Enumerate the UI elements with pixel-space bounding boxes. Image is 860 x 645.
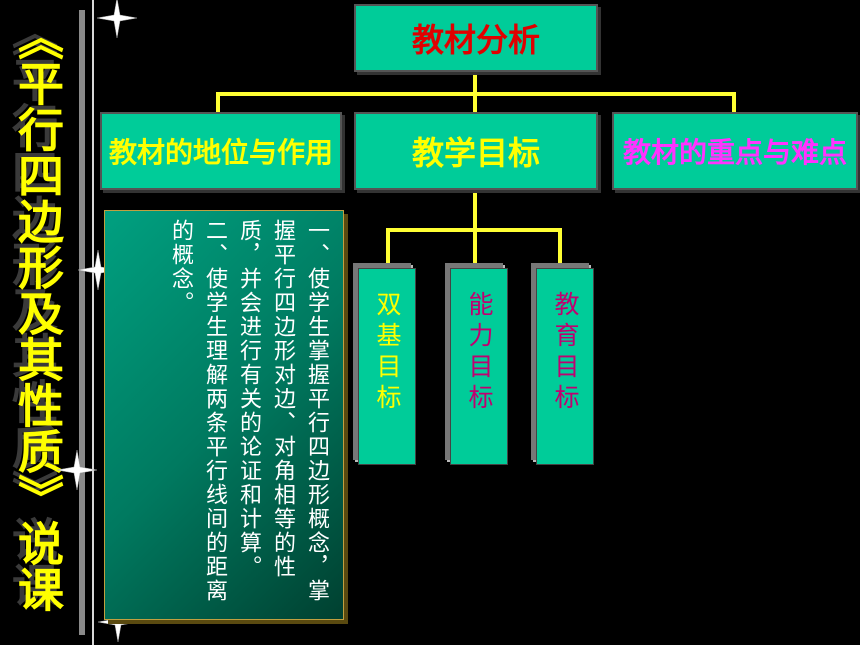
connector-goal-drop-2 [473, 228, 477, 268]
box-label: 教材分析 [411, 21, 540, 59]
box-teaching-goals: 教学目标 [354, 112, 598, 190]
box-label: 教材的地位与作用 [108, 136, 333, 169]
connector-right-drop [732, 92, 736, 112]
goals-text: 一、使学生掌握平行四边形概念，掌握平行四边形对边、对角相等的性质，并会进行有关的… [163, 219, 333, 611]
sparkle-star-icon [98, 602, 138, 642]
box-textbook-analysis: 教材分析 [354, 4, 598, 72]
goals-text-panel: 一、使学生掌握平行四边形概念，掌握平行四边形对边、对角相等的性质，并会进行有关的… [104, 210, 344, 620]
side-title-text: 《平行四边形及其性质》说课 [11, 14, 65, 612]
connector-goal-drop-3 [558, 228, 562, 268]
box-textbook-position: 教材的地位与作用 [100, 112, 342, 190]
connector-left-drop [216, 92, 220, 112]
goal-paragraph-1: 一、使学生掌握平行四边形概念，掌握平行四边形对边、对角相等的性质，并会进行有关的… [236, 219, 329, 603]
goal-education: 教育目标 [536, 268, 594, 465]
goal-label: 教育目标 [551, 291, 580, 415]
goal-paragraph-2: 二、使学生理解两条平行线间的距离的概念。 [168, 219, 227, 603]
side-title-shadow: 《平行四边形及其性质》说课 [5, 10, 59, 608]
divider-bar [79, 10, 85, 635]
box-label: 教学目标 [411, 134, 540, 172]
box-key-difficult-points: 教材的重点与难点 [612, 112, 858, 190]
goal-label: 能力目标 [465, 291, 494, 415]
connector-goal-vertical [473, 188, 477, 230]
sparkle-star-icon [97, 0, 137, 38]
connector-goal-drop-1 [386, 228, 390, 268]
goal-ability: 能力目标 [450, 268, 508, 465]
sparkle-star-icon [57, 450, 97, 490]
divider-line [92, 0, 94, 645]
goal-label: 双基目标 [373, 291, 402, 415]
side-title: 《平行四边形及其性质》说课 《平行四边形及其性质》说课 [5, 10, 68, 634]
goal-basic: 双基目标 [358, 268, 416, 465]
connector-top-vertical [473, 68, 477, 112]
connector-top-horizontal [216, 92, 736, 96]
box-label: 教材的重点与难点 [622, 136, 847, 169]
